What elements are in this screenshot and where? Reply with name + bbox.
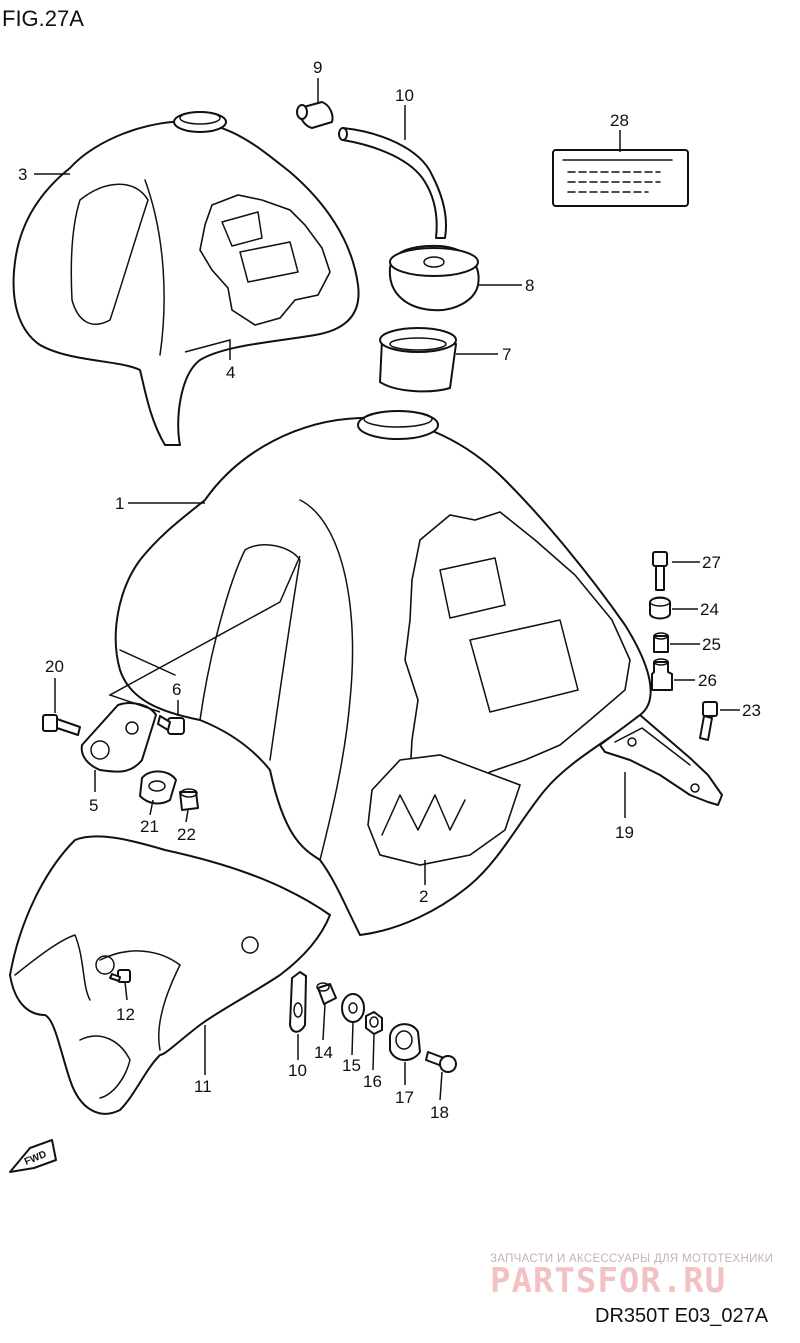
callout-17: 17 — [395, 1088, 414, 1107]
forward-arrow-icon: FWD — [9, 1139, 57, 1173]
callout-3: 3 — [18, 165, 27, 184]
watermark-brand: PARTSFOR.RU — [490, 1261, 726, 1301]
washer-15 — [341, 993, 365, 1023]
bolt-19 — [42, 714, 81, 736]
bolt-18 — [425, 1051, 457, 1073]
callout-11: 11 — [194, 1077, 212, 1096]
watermark-tagline: ЗАПЧАСТИ И АКСЕССУАРЫ ДЛЯ МОТОТЕХНИКИ — [490, 1253, 773, 1265]
callout-26: 26 — [698, 671, 717, 690]
callout-1: 1 — [115, 494, 124, 513]
caution-label — [552, 149, 689, 207]
callout-23: 23 — [742, 701, 761, 720]
bolt-27 — [652, 551, 668, 591]
cushion-26 — [651, 658, 673, 691]
callout-8: 8 — [525, 276, 534, 295]
breather-cap — [296, 101, 334, 129]
callout-28: 28 — [610, 111, 629, 130]
filler-ring — [379, 327, 457, 393]
callout-18: 18 — [430, 1103, 449, 1122]
mw-decal — [367, 754, 522, 866]
callout-22: 19 — [615, 823, 634, 842]
callout-19: 20 — [45, 657, 64, 676]
callout-7: 7 — [502, 345, 511, 364]
callout-12: 12 — [116, 1005, 135, 1024]
callout-20: 21 — [140, 817, 159, 836]
callout-10-clamp: 10 — [288, 1061, 307, 1080]
small-fuel-tank — [12, 111, 360, 446]
callout-5: 5 — [89, 796, 98, 815]
callout-10-hose: 10 — [395, 86, 414, 105]
collar-25 — [653, 632, 669, 653]
collar-21 — [179, 788, 199, 811]
callout-6: 6 — [172, 680, 181, 699]
callout-16: 16 — [363, 1072, 382, 1091]
main-fuel-tank — [114, 410, 652, 936]
tank-side-cover — [9, 835, 331, 1115]
figure-title: FIG.27A — [2, 6, 84, 31]
tank-bracket — [80, 702, 157, 773]
callout-9: 9 — [313, 58, 322, 77]
callout-2: 2 — [419, 887, 428, 906]
leader-lines — [34, 78, 740, 1101]
hose-clamp — [289, 971, 307, 1033]
cushion-20 — [139, 770, 177, 805]
nut-16 — [365, 1011, 383, 1035]
grommet-17 — [389, 1023, 421, 1061]
breather-hose — [338, 127, 448, 239]
callout-numbers: 3 9 10 28 8 7 4 1 20 6 5 21 22 2 12 11 1… — [18, 58, 761, 1122]
callout-21: 22 — [177, 825, 196, 844]
callout-14: 14 — [314, 1043, 333, 1062]
callout-27: 27 — [702, 553, 721, 572]
callout-15: 15 — [342, 1056, 361, 1075]
rear-mount-bracket — [599, 714, 723, 806]
screw-12 — [109, 969, 131, 983]
callout-4: 4 — [226, 363, 235, 382]
dr-decal-large — [404, 511, 631, 796]
watermark: ЗАПЧАСТИ И АКСЕССУАРЫ ДЛЯ МОТОТЕХНИКИ PA… — [490, 1253, 773, 1301]
fuel-cap — [388, 244, 480, 312]
callout-25: 25 — [702, 635, 721, 654]
model-code: DR350T E03_027A — [595, 1305, 769, 1327]
callout-24: 24 — [700, 600, 719, 619]
bolt-6 — [157, 715, 185, 735]
collar-14 — [316, 982, 337, 1005]
bolt-23 — [699, 701, 718, 741]
washer-24 — [649, 596, 671, 620]
dr-decal-small — [199, 194, 331, 326]
